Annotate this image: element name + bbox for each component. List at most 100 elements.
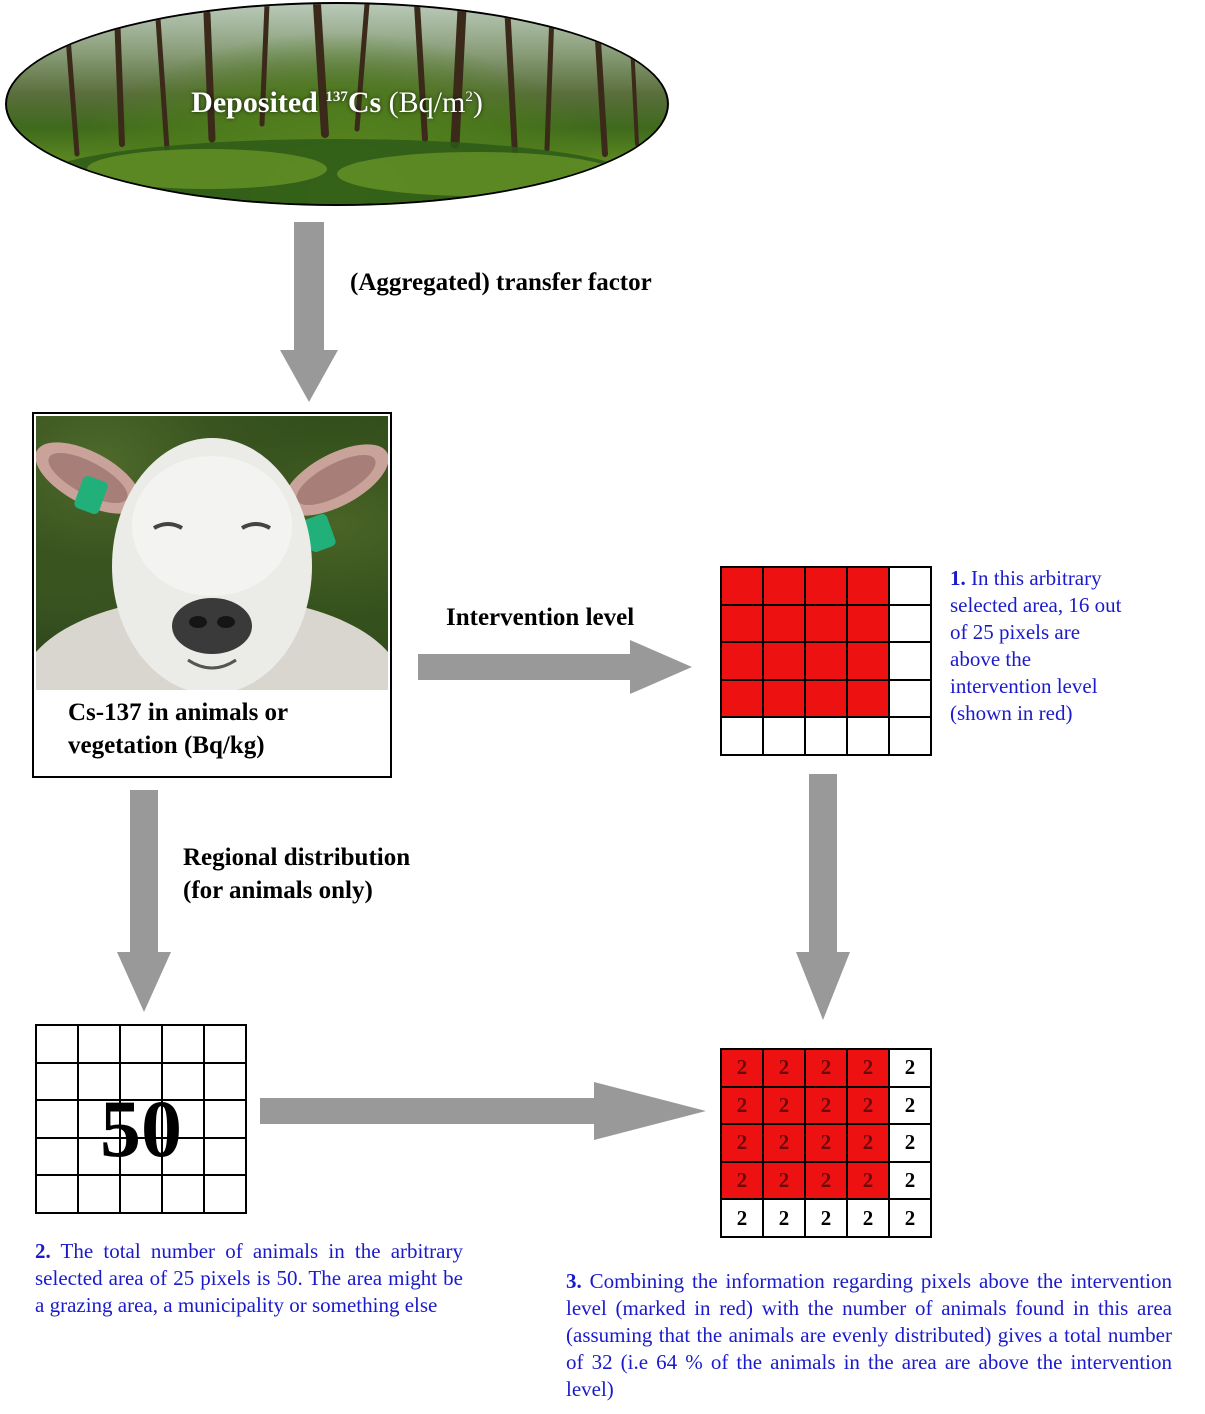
grid-cell-red <box>846 603 890 644</box>
regional-label-line2: (for animals only) <box>183 877 373 904</box>
arrow-down-transfer-head <box>280 350 338 402</box>
intervention-grid <box>720 566 932 756</box>
sheep-caption: Cs-137 in animals or vegetation (Bq/kg) <box>34 696 390 762</box>
transfer-factor-label: (Aggregated) transfer factor <box>350 269 652 296</box>
grid-cell-white <box>762 716 806 756</box>
forest-image <box>37 4 639 204</box>
note-3-number: 3. <box>566 1269 582 1293</box>
sheep-caption-line1: Cs-137 in animals or <box>68 699 289 726</box>
note-2: 2. The total number of animals in the ar… <box>35 1238 463 1319</box>
grid-cell-red <box>762 678 806 719</box>
combined-cell-red: 2 <box>762 1160 806 1201</box>
grid-cell-empty <box>35 1061 79 1102</box>
grid-cell-empty <box>161 1174 205 1214</box>
combined-cell-red: 2 <box>846 1160 890 1201</box>
arrow-down-transfer-shaft <box>294 222 324 352</box>
sheep-illustration <box>36 438 388 690</box>
animal-count-grid: 50 <box>35 1024 247 1214</box>
note-1-line: of 25 pixels are <box>950 620 1081 644</box>
note-2-number: 2. <box>35 1239 51 1263</box>
grid-cell-empty <box>35 1099 79 1139</box>
unit-exponent: 2 <box>465 89 473 105</box>
animal-count-grid-cells <box>35 1024 247 1214</box>
arrow-right-intervention-shaft <box>418 654 632 680</box>
unit-close: ) <box>472 86 483 119</box>
note-3-text: Combining the information regarding pixe… <box>566 1269 1172 1401</box>
grid-cell-white <box>888 641 932 681</box>
grid-cell-red <box>846 641 890 681</box>
grid-cell-red <box>804 641 848 681</box>
deposited-text: Deposited <box>191 86 326 119</box>
intervention-level-label: Intervention level <box>446 604 635 631</box>
arrow-down-combine-shaft <box>809 774 837 954</box>
combined-cell-white: 2 <box>888 1198 932 1238</box>
grid-cell-empty <box>77 1174 121 1214</box>
combined-cell-red: 2 <box>720 1085 764 1126</box>
combined-cell-red: 2 <box>804 1048 848 1088</box>
note-1-line: (shown in red) <box>950 701 1073 725</box>
grid-cell-empty <box>119 1061 163 1102</box>
unit-open: (Bq/m <box>381 86 466 119</box>
combined-cell-red: 2 <box>720 1160 764 1201</box>
grid-cell-white <box>888 603 932 644</box>
regional-label-line1: Regional distribution <box>183 844 411 871</box>
arrow-down-regional-shaft <box>130 790 158 954</box>
grid-cell-red <box>762 641 806 681</box>
deposition-unit: (Bq/m2) <box>381 86 483 119</box>
arrow-right-intervention-head <box>630 640 692 694</box>
grid-cell-empty <box>119 1174 163 1214</box>
isotope-mass-number: 137 <box>325 89 348 105</box>
regional-distribution-label: Regional distribution (for animals only) <box>183 841 410 907</box>
grid-cell-white <box>804 716 848 756</box>
grid-cell-empty <box>203 1174 247 1214</box>
element-symbol: Cs <box>347 86 382 119</box>
combined-cell-red: 2 <box>846 1048 890 1088</box>
grid-cell-empty <box>35 1136 79 1177</box>
combined-cell-red: 2 <box>762 1048 806 1088</box>
arrow-right-combine-head <box>594 1082 706 1140</box>
combined-cell-white: 2 <box>888 1160 932 1201</box>
sheep-box: Cs-137 in animals or vegetation (Bq/kg) <box>32 412 392 778</box>
arrow-down-combine-head <box>796 952 850 1020</box>
arrow-right-combine-shaft <box>260 1098 596 1124</box>
deposited-cs-label: Deposited 137Cs (Bq/m2) <box>7 86 667 120</box>
combined-cell-red: 2 <box>762 1123 806 1163</box>
grid-cell-empty <box>161 1099 205 1139</box>
combined-cell-white: 2 <box>888 1123 932 1163</box>
forest-deposition-ellipse: Deposited 137Cs (Bq/m2) <box>5 2 669 206</box>
grid-cell-empty <box>161 1024 205 1064</box>
sheep-caption-line2: vegetation (Bq/kg) <box>68 732 265 759</box>
combined-cell-red: 2 <box>804 1160 848 1201</box>
note-1: 1. In this arbitrary selected area, 16 o… <box>950 565 1190 727</box>
grid-cell-white <box>846 716 890 756</box>
note-1-line: intervention level <box>950 674 1098 698</box>
grid-cell-empty <box>119 1099 163 1139</box>
combined-grid: 2 2 2 2 2 2 2 2 2 2 2 2 2 2 2 2 2 2 2 2 … <box>720 1048 932 1238</box>
note-3: 3. Combining the information regarding p… <box>566 1268 1172 1403</box>
grid-cell-red <box>762 566 806 606</box>
combined-cell-white: 2 <box>846 1198 890 1238</box>
sheep-image <box>36 416 388 690</box>
grid-cell-empty <box>203 1099 247 1139</box>
combined-cell-red: 2 <box>720 1048 764 1088</box>
grid-cell-empty <box>161 1061 205 1102</box>
grid-cell-white <box>888 678 932 719</box>
grid-cell-red <box>804 678 848 719</box>
grid-cell-red <box>804 566 848 606</box>
note-1-line: selected area, 16 out <box>950 593 1122 617</box>
combined-cell-red: 2 <box>804 1123 848 1163</box>
grid-cell-empty <box>203 1024 247 1064</box>
grid-cell-red <box>720 566 764 606</box>
combined-cell-white: 2 <box>720 1198 764 1238</box>
grid-cell-red <box>846 678 890 719</box>
combined-cell-white: 2 <box>762 1198 806 1238</box>
combined-cell-white: 2 <box>888 1048 932 1088</box>
grid-cell-empty <box>35 1174 79 1214</box>
grid-cell-red <box>762 603 806 644</box>
combined-cell-red: 2 <box>762 1085 806 1126</box>
combined-cell-red: 2 <box>804 1085 848 1126</box>
grid-cell-empty <box>77 1136 121 1177</box>
grid-cell-white <box>888 566 932 606</box>
grid-cell-empty <box>203 1061 247 1102</box>
note-2-text: The total number of animals in the arbit… <box>35 1239 463 1317</box>
